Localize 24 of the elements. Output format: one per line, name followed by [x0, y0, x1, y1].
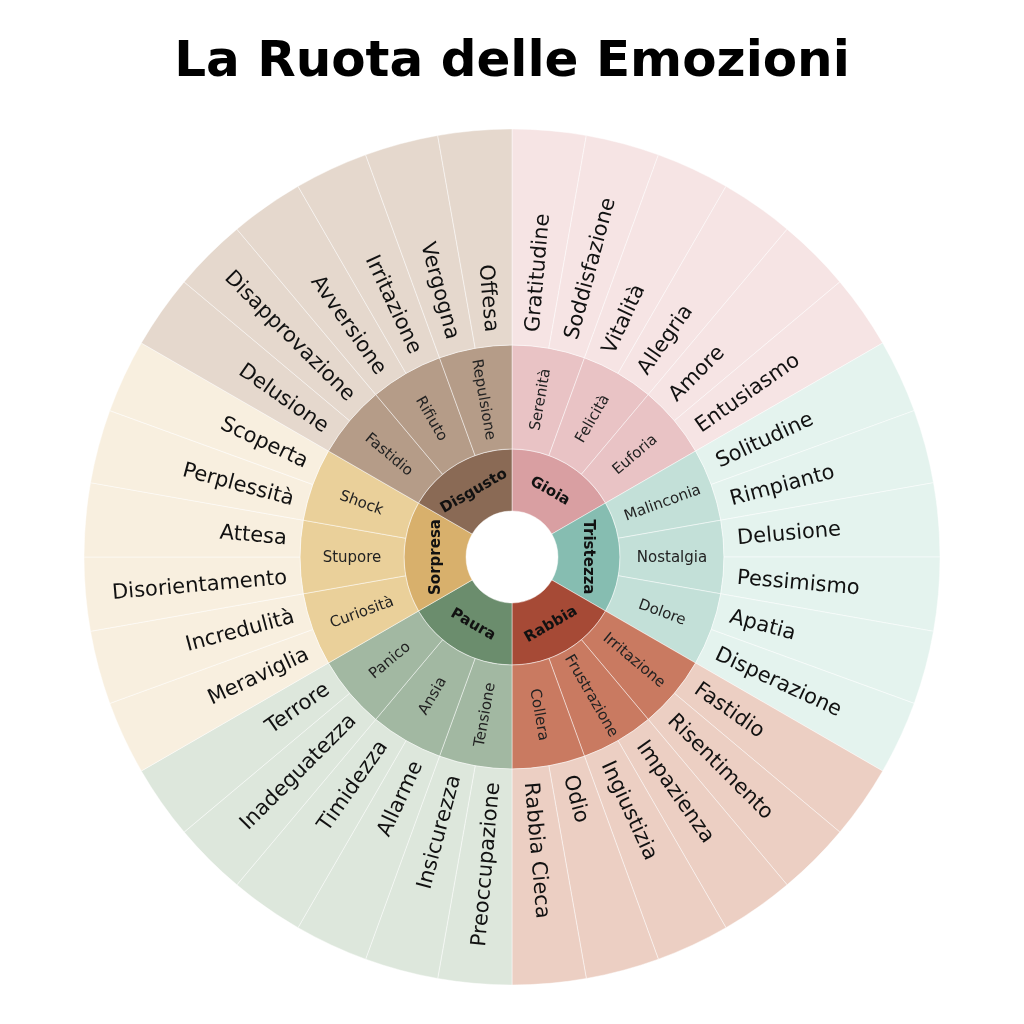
emotion-label: Disorientamento [111, 564, 288, 604]
emotion-label: Vergogna [416, 239, 466, 342]
emotion-label: Delusione [736, 516, 842, 550]
emotion-label: Odio [558, 772, 595, 826]
emotion-label: Collera [526, 687, 554, 742]
emotion-segment [299, 519, 407, 595]
emotion-label: Serenità [525, 367, 555, 432]
emotion-label: Tensione [469, 680, 499, 749]
emotion-label: Stupore [322, 548, 382, 566]
emotion-label: Pessimismo [736, 564, 861, 600]
emotion-label: Preoccupazione [466, 781, 505, 948]
emotion-label: Rabbia Cieca [519, 781, 556, 920]
emotion-segment [617, 519, 725, 595]
emotion-label: Tristezza [580, 519, 598, 595]
emotion-segment [511, 765, 587, 986]
title: La Ruota delle Emozioni [174, 30, 850, 88]
emotion-label: Gratitudine [519, 212, 554, 333]
emotion-label: Apatia [727, 603, 799, 645]
emotion-label: Offesa [474, 263, 505, 333]
emotion-label: Repulsione [468, 357, 501, 442]
emotion-label: Shock [337, 486, 386, 519]
emotion-label: Sorpresa [426, 519, 444, 595]
emotion-label: Nostalgia [636, 548, 708, 566]
emotion-label: Attesa [218, 519, 288, 550]
